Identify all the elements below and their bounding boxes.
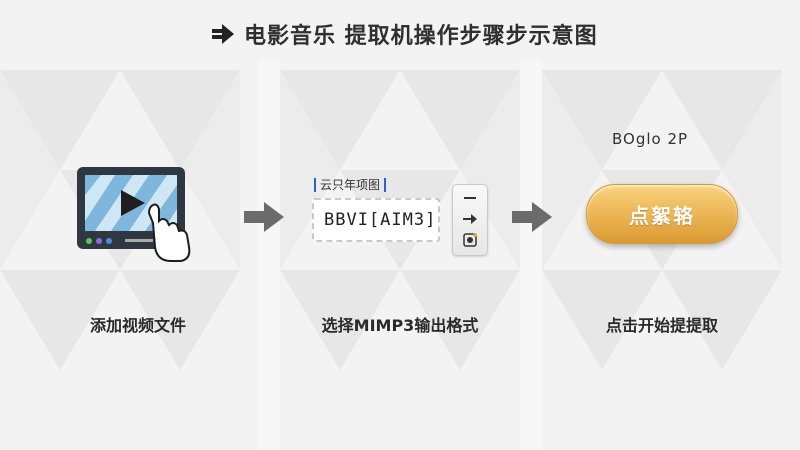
minus-button[interactable] xyxy=(453,188,487,208)
output-format-select[interactable]: BBVI[AIM3] xyxy=(312,198,440,242)
step-panel-3 xyxy=(542,72,782,432)
extract-status-text: BOglo 2P xyxy=(612,130,689,148)
extract-button[interactable]: 点絮辂 xyxy=(586,184,738,244)
add-video-file-button[interactable] xyxy=(75,165,195,265)
format-toolbar xyxy=(452,184,488,256)
record-icon xyxy=(463,233,477,247)
output-format-value: BBVI[AIM3] xyxy=(324,210,437,230)
step-arrow-icon-1 xyxy=(244,202,284,232)
arrow-right-icon xyxy=(212,24,234,44)
page-title: 电影音乐 提取机操作步骤步示意图 xyxy=(210,14,630,54)
format-caption: 云只年项图 xyxy=(314,178,387,192)
step-label-1: 添加视频文件 xyxy=(89,316,186,335)
next-button[interactable] xyxy=(453,209,487,229)
step-arrow-icon-2 xyxy=(512,202,552,232)
record-button[interactable] xyxy=(453,230,487,250)
minus-icon xyxy=(464,197,476,199)
extract-button-label: 点絮辂 xyxy=(629,203,695,228)
step-label-3: 点击开始提提取 xyxy=(605,316,718,335)
page-title-text: 电影音乐 提取机操作步骤步示意图 xyxy=(244,24,598,49)
video-file-icon xyxy=(77,167,191,262)
step-label-2: 选择MIMP3输出格式 xyxy=(321,316,479,335)
arrow-right-icon xyxy=(463,214,477,224)
